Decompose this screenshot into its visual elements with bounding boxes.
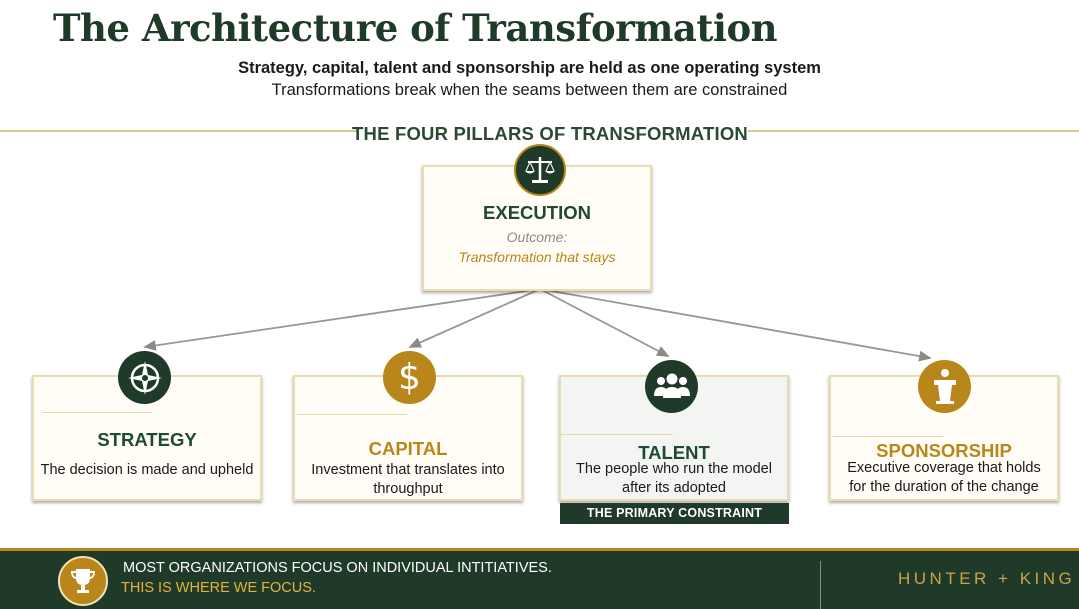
talent-desc: The people who run the model after its a… [576, 461, 772, 496]
subtitle-bold: Strategy, capital, talent and sponsorshi… [238, 59, 821, 77]
talent-card-rule [561, 434, 673, 435]
execution-outcome-value: Transformation that stays [458, 249, 616, 265]
footer-banner: MOST ORGANIZATIONS FOCUS ON INDIVIDUAL I… [0, 548, 1079, 609]
strategy-card: STRATEGY The decision is made and upheld [32, 375, 262, 501]
capital-card-rule [297, 414, 407, 415]
execution-title: EXECUTION [483, 202, 591, 223]
sponsorship-title: SPONSORSHIP [876, 440, 1012, 461]
capital-desc: Investment that translates into throughp… [311, 462, 505, 497]
primary-constraint-label: THE PRIMARY CONSTRAINT [560, 503, 789, 524]
footer-line-2: THIS IS WHERE WE FOCUS. [121, 580, 316, 596]
sponsorship-card-rule [833, 436, 943, 437]
scales-icon [514, 144, 566, 196]
page-title: The Architecture of Transformation [53, 6, 778, 50]
dollar-icon: $ [383, 351, 436, 404]
section-heading: THE FOUR PILLARS OF TRANSFORMATION [352, 123, 748, 144]
people-icon [645, 360, 698, 413]
execution-outcome-label: Outcome: [506, 229, 568, 245]
capital-title: CAPITAL [368, 438, 448, 459]
execution-card: EXECUTION Outcome: Transformation that s… [422, 165, 652, 291]
talent-title: TALENT [638, 442, 710, 463]
arrow-to-strategy [143, 288, 541, 351]
heading-rule-right [748, 130, 1079, 132]
heading-rule-left [0, 130, 357, 132]
sponsorship-desc: Executive coverage that holds for the du… [847, 460, 1041, 495]
brand-logo-text: HUNTER + KING [898, 569, 1076, 588]
arrow-to-capital [408, 288, 541, 348]
footer-divider [820, 561, 821, 609]
trophy-icon [58, 556, 108, 606]
compass-icon [118, 351, 171, 404]
strategy-card-rule [42, 412, 152, 413]
strategy-desc: The decision is made and upheld [40, 462, 254, 478]
footer-line-1: MOST ORGANIZATIONS FOCUS ON INDIVIDUAL I… [123, 560, 552, 576]
subtitle: Transformations break when the seams bet… [271, 81, 788, 99]
strategy-title: STRATEGY [97, 429, 197, 450]
podium-icon [918, 360, 971, 413]
arrow-to-talent [539, 288, 670, 357]
arrow-to-sponsorship [539, 288, 932, 362]
capital-card: CAPITAL Investment that translates into … [293, 375, 523, 501]
